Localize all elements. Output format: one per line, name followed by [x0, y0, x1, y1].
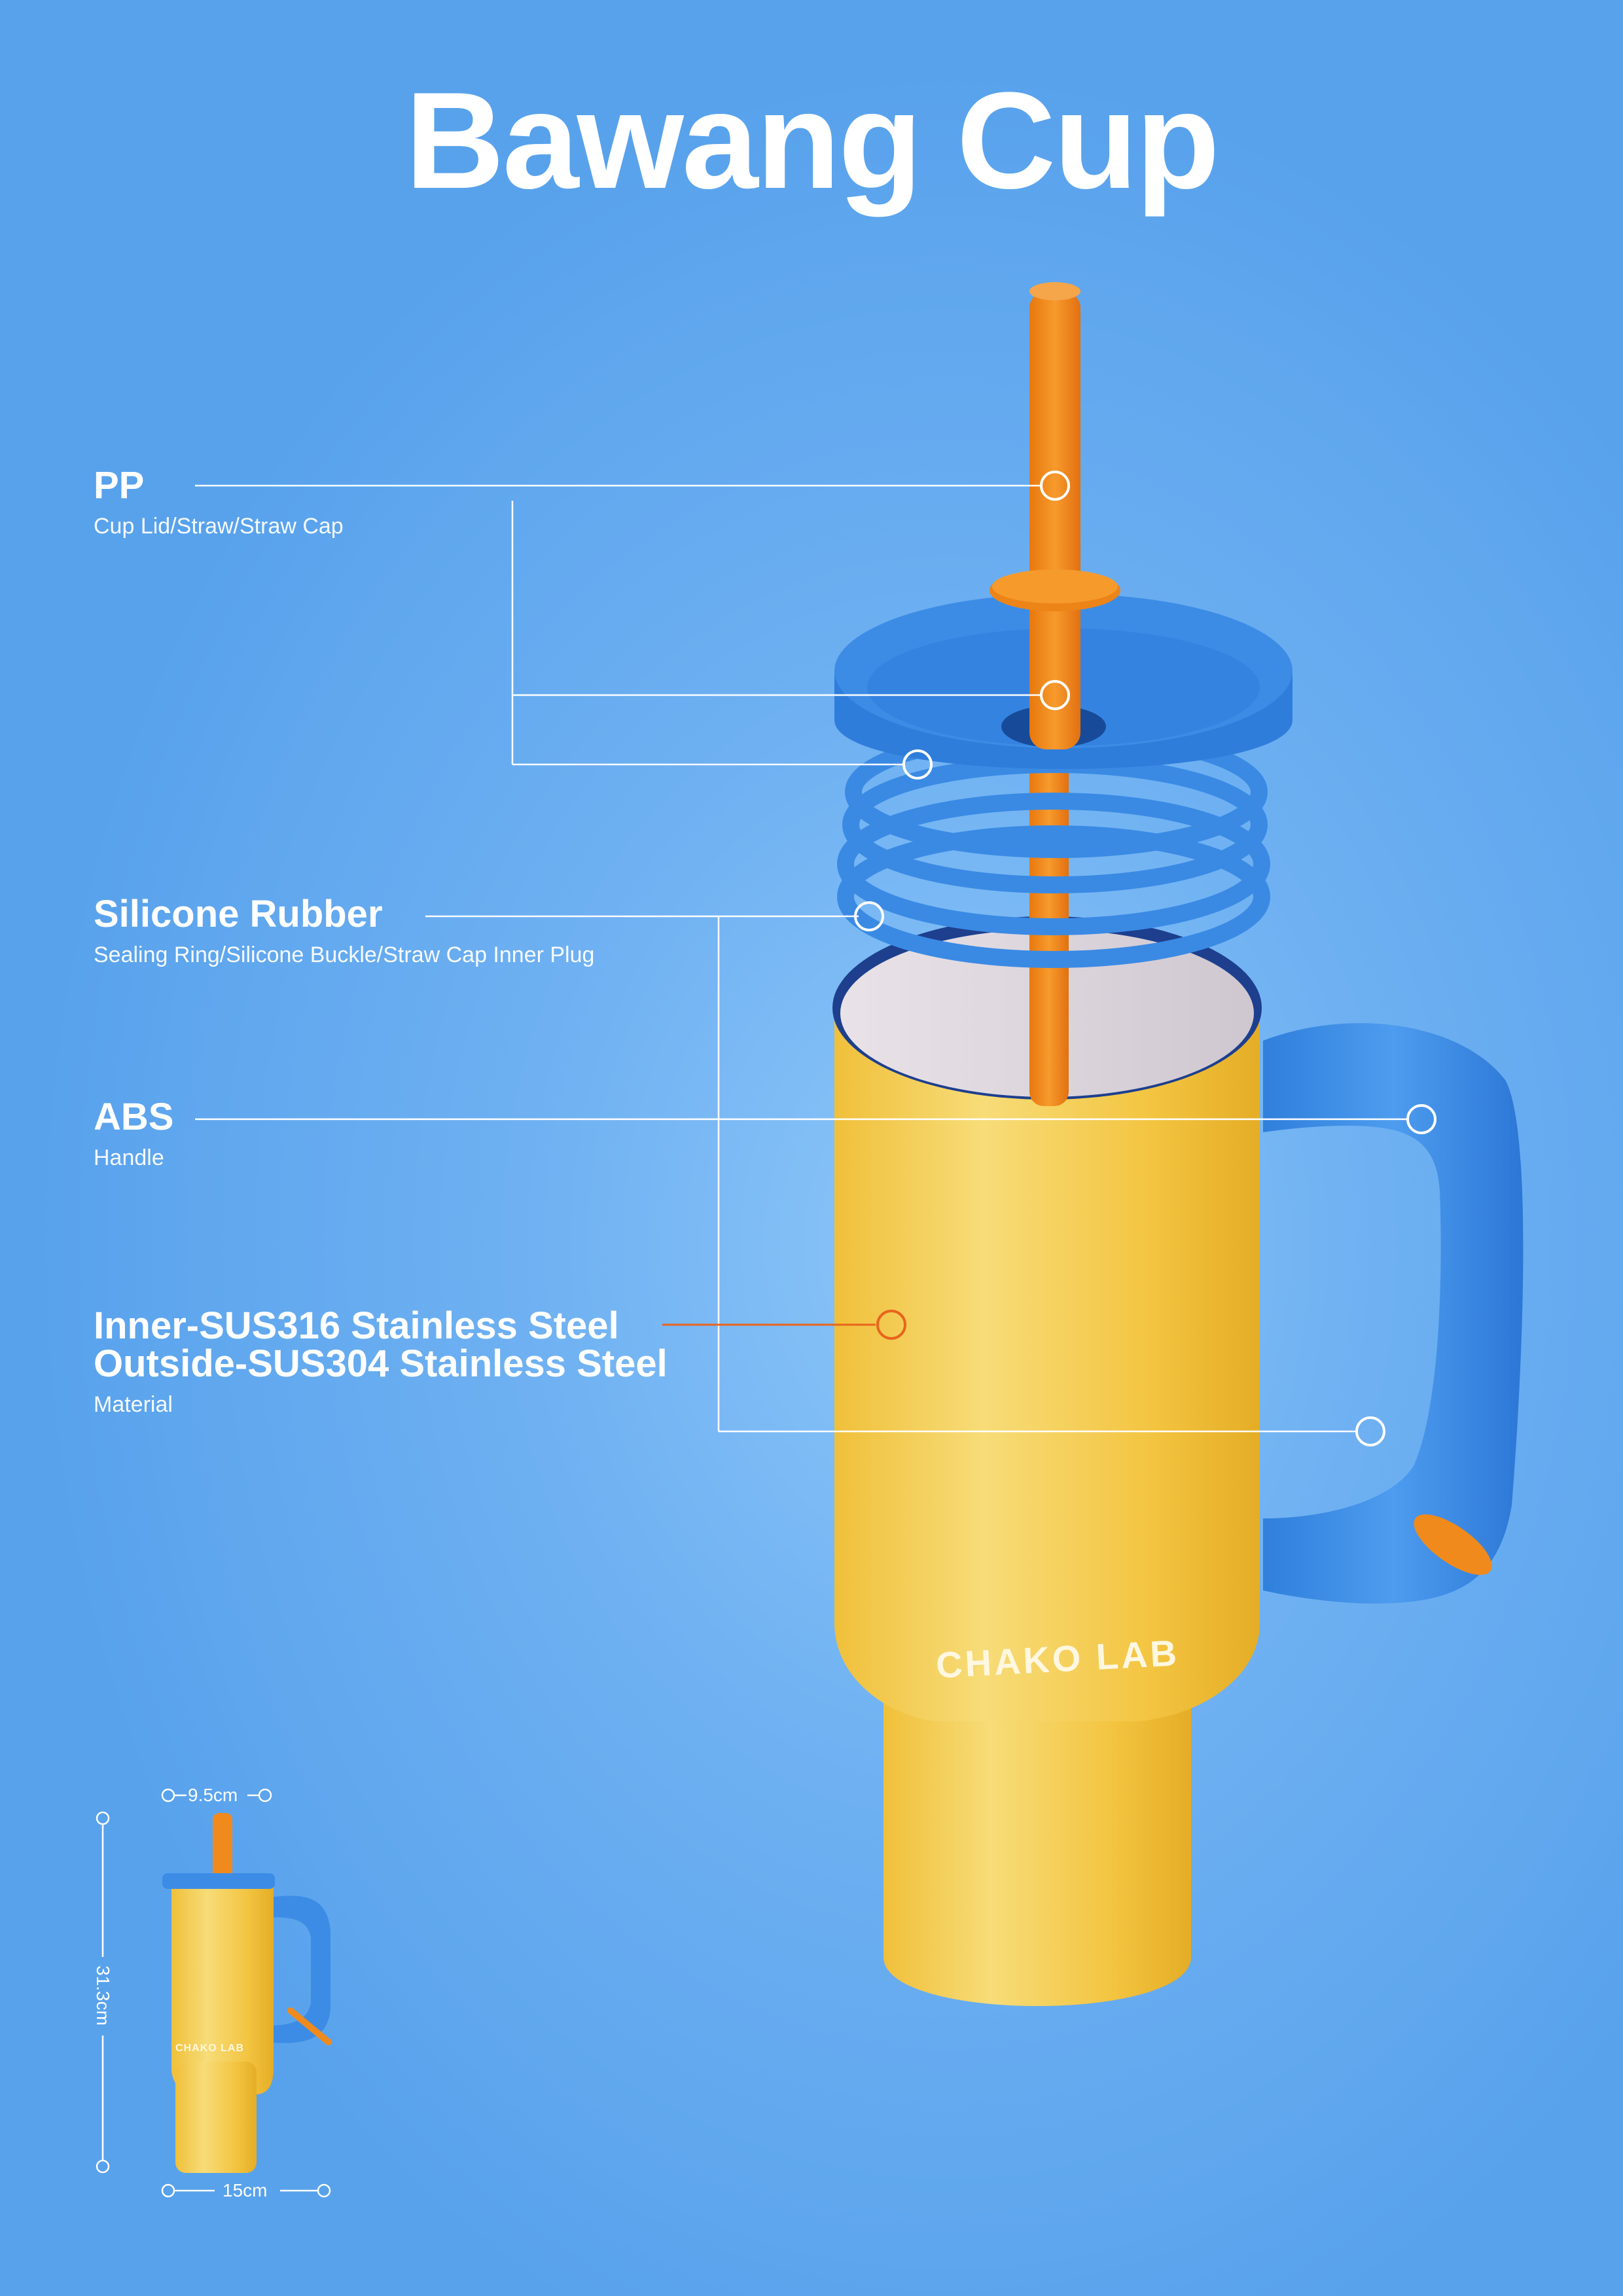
- dimension-lines: [96, 1788, 331, 2198]
- callout-silicone-desc: Sealing Ring/Silicone Buckle/Straw Cap I…: [94, 942, 595, 967]
- callout-material-line1: Inner-SUS316 Stainless Steel: [94, 1304, 619, 1347]
- callout-abs: ABS Handle: [94, 1098, 173, 1171]
- straw: [990, 282, 1120, 749]
- callout-silicone: Silicone Rubber Sealing Ring/Silicone Bu…: [94, 895, 594, 968]
- cup-handle: [1263, 1023, 1524, 1604]
- callout-material-desc: Material: [94, 1392, 173, 1417]
- handle-ring: [1414, 1514, 1492, 1575]
- callout-pp-name: PP: [94, 464, 145, 507]
- dimension-bottom-width: 15cm: [223, 2180, 268, 2200]
- page-title: Bawang Cup: [405, 63, 1220, 217]
- callout-markers: [854, 471, 1436, 1446]
- material-marker: [876, 1310, 906, 1340]
- brand-logo-small: CHAKO LAB: [175, 2043, 244, 2054]
- callout-abs-name: ABS: [94, 1096, 174, 1138]
- callout-abs-desc: Handle: [94, 1145, 164, 1170]
- sealing-rings: [837, 726, 1270, 968]
- callout-silicone-name: Silicone Rubber: [94, 893, 383, 935]
- size-reference-cup: [162, 1813, 332, 2173]
- callout-material: Inner-SUS316 Stainless Steel Outside-SUS…: [94, 1307, 668, 1418]
- callout-material-line2: Outside-SUS304 Stainless Steel: [94, 1342, 668, 1385]
- callout-pp: PP Cup Lid/Straw/Straw Cap: [94, 467, 344, 539]
- dimension-height: 31.3cm: [93, 1965, 113, 2026]
- callout-pp-desc: Cup Lid/Straw/Straw Cap: [94, 514, 344, 539]
- leader-lines: [195, 484, 1407, 1433]
- dimension-top-width: 9.5cm: [188, 1785, 238, 1805]
- cup-body: [832, 916, 1262, 2006]
